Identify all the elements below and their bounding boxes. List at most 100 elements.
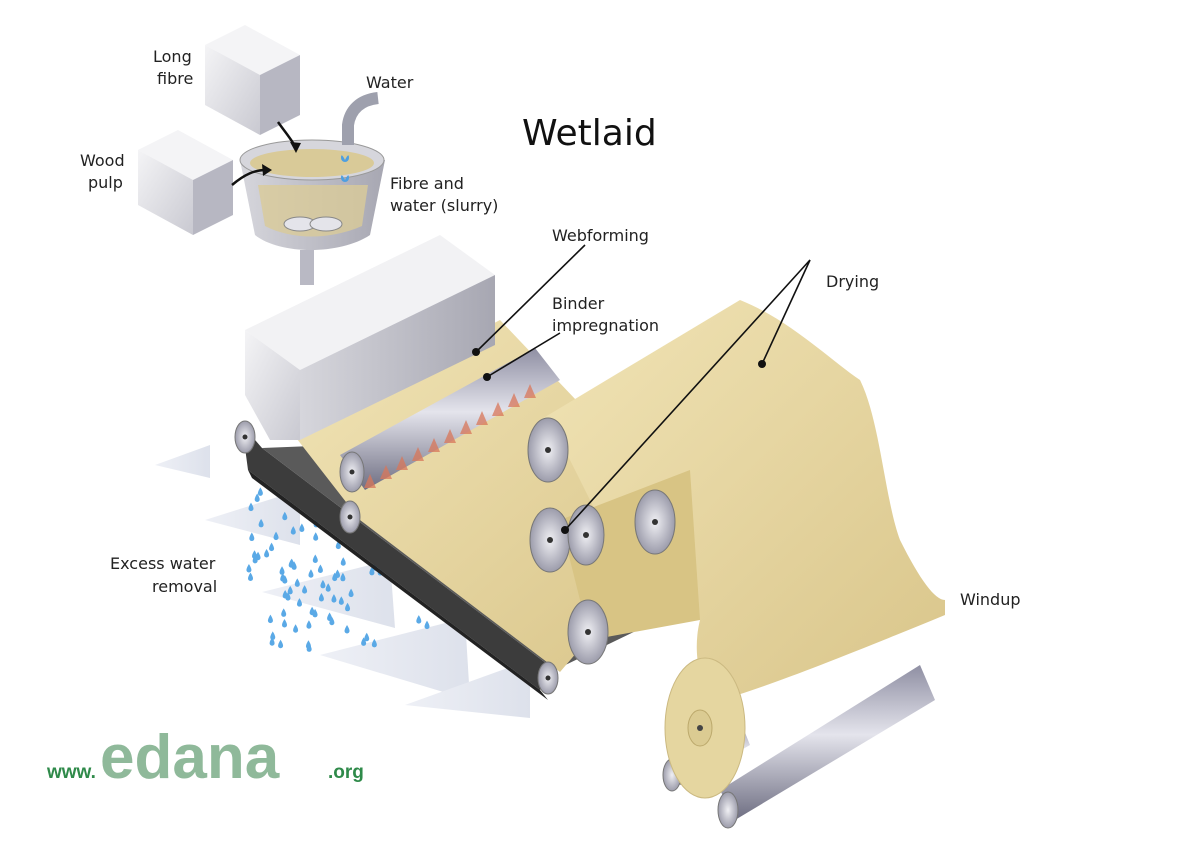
label-excess-1: Excess water — [110, 554, 216, 573]
water-drop — [269, 637, 275, 646]
water-drop — [299, 523, 305, 532]
water-drop — [258, 518, 264, 528]
water-drop — [279, 566, 285, 575]
water-drop — [331, 594, 337, 603]
water-drop — [313, 532, 319, 541]
excess-water-arrows — [155, 445, 530, 718]
mixing-tank — [239, 139, 385, 285]
headbox — [245, 235, 495, 440]
water-drop — [293, 624, 299, 633]
drying-rollers — [527, 417, 676, 665]
binder-spray — [444, 429, 456, 443]
water-drop — [340, 572, 346, 582]
water-drop — [340, 557, 346, 566]
water-drop — [246, 563, 252, 573]
water-drop — [264, 548, 270, 558]
water-drop — [294, 578, 300, 587]
water-drop — [312, 554, 318, 564]
water-drop — [332, 572, 338, 582]
binder-roller — [339, 348, 560, 493]
water-drop — [335, 540, 341, 550]
long-fibre-cube — [205, 25, 300, 135]
windup-roll — [662, 657, 935, 829]
wood-pulp-cube — [138, 130, 233, 235]
label-drying: Drying — [826, 272, 879, 291]
water-drop — [269, 542, 275, 552]
feed-arrows — [231, 121, 301, 186]
edana-logo: www. edana .org — [46, 723, 364, 792]
water-drop — [290, 526, 296, 535]
water-drop — [344, 625, 350, 634]
water-drop — [320, 579, 326, 589]
label-wood-pulp-1: Wood — [80, 151, 125, 170]
water-drops — [246, 487, 430, 652]
water-drop — [282, 511, 288, 521]
label-long-fibre-2: fibre — [157, 69, 193, 88]
binder-spray — [412, 447, 424, 461]
water-drop — [252, 554, 258, 564]
water-drop — [327, 612, 333, 622]
water-drop — [325, 583, 331, 592]
water-drop — [281, 608, 287, 617]
logo-name: edana — [100, 723, 280, 792]
label-slurry-1: Fibre and — [390, 174, 464, 193]
binder-spray — [508, 393, 520, 407]
water-drop — [270, 631, 276, 640]
binder-spray — [380, 465, 392, 479]
label-wood-pulp-2: pulp — [88, 173, 123, 192]
binder-spray — [492, 402, 504, 416]
water-drop — [273, 531, 279, 541]
water-pipe — [341, 92, 379, 182]
water-drop — [317, 564, 323, 573]
water-drop — [306, 620, 312, 629]
water-drop — [302, 585, 308, 594]
belt-rollers — [234, 420, 559, 695]
logo-suffix: .org — [328, 762, 364, 783]
label-binder-1: Binder — [552, 294, 605, 313]
water-drop — [371, 638, 377, 648]
water-drop — [424, 620, 430, 630]
diagram-title: Wetlaid — [522, 113, 657, 154]
water-drop — [308, 569, 314, 578]
water-drop — [257, 487, 263, 496]
label-excess-2: removal — [152, 577, 217, 596]
water-drop — [291, 561, 297, 570]
water-drop — [248, 572, 254, 582]
binder-spray — [364, 474, 376, 488]
water-drop — [305, 640, 311, 649]
leader-dots — [472, 348, 766, 534]
binder-spray — [460, 420, 472, 434]
water-drop — [369, 566, 375, 576]
water-drop — [285, 592, 291, 601]
water-drop — [416, 615, 422, 624]
water-drop — [361, 637, 367, 646]
logo-prefix: www. — [46, 762, 96, 783]
label-water: Water — [366, 73, 414, 92]
label-binder-2: impregnation — [552, 316, 659, 335]
water-drop — [348, 588, 354, 598]
water-drop — [329, 616, 335, 626]
label-webforming: Webforming — [552, 226, 649, 245]
binder-spray — [428, 438, 440, 452]
water-drop — [281, 618, 287, 628]
binder-spray — [524, 384, 536, 398]
water-drop — [254, 493, 260, 502]
label-windup: Windup — [960, 590, 1021, 609]
water-drop — [345, 602, 351, 612]
water-drop — [312, 608, 318, 618]
label-long-fibre-1: Long — [153, 47, 192, 66]
water-drop — [249, 532, 255, 542]
label-slurry-2: water (slurry) — [390, 196, 498, 215]
water-drop — [252, 550, 258, 559]
water-drop — [296, 598, 302, 607]
water-drop — [278, 639, 284, 649]
binder-spray — [396, 456, 408, 470]
water-drop — [364, 632, 370, 642]
water-drop — [338, 596, 344, 605]
water-drop — [287, 585, 293, 595]
water-drop — [318, 592, 324, 602]
water-drop — [282, 575, 288, 584]
water-drop — [267, 614, 273, 624]
